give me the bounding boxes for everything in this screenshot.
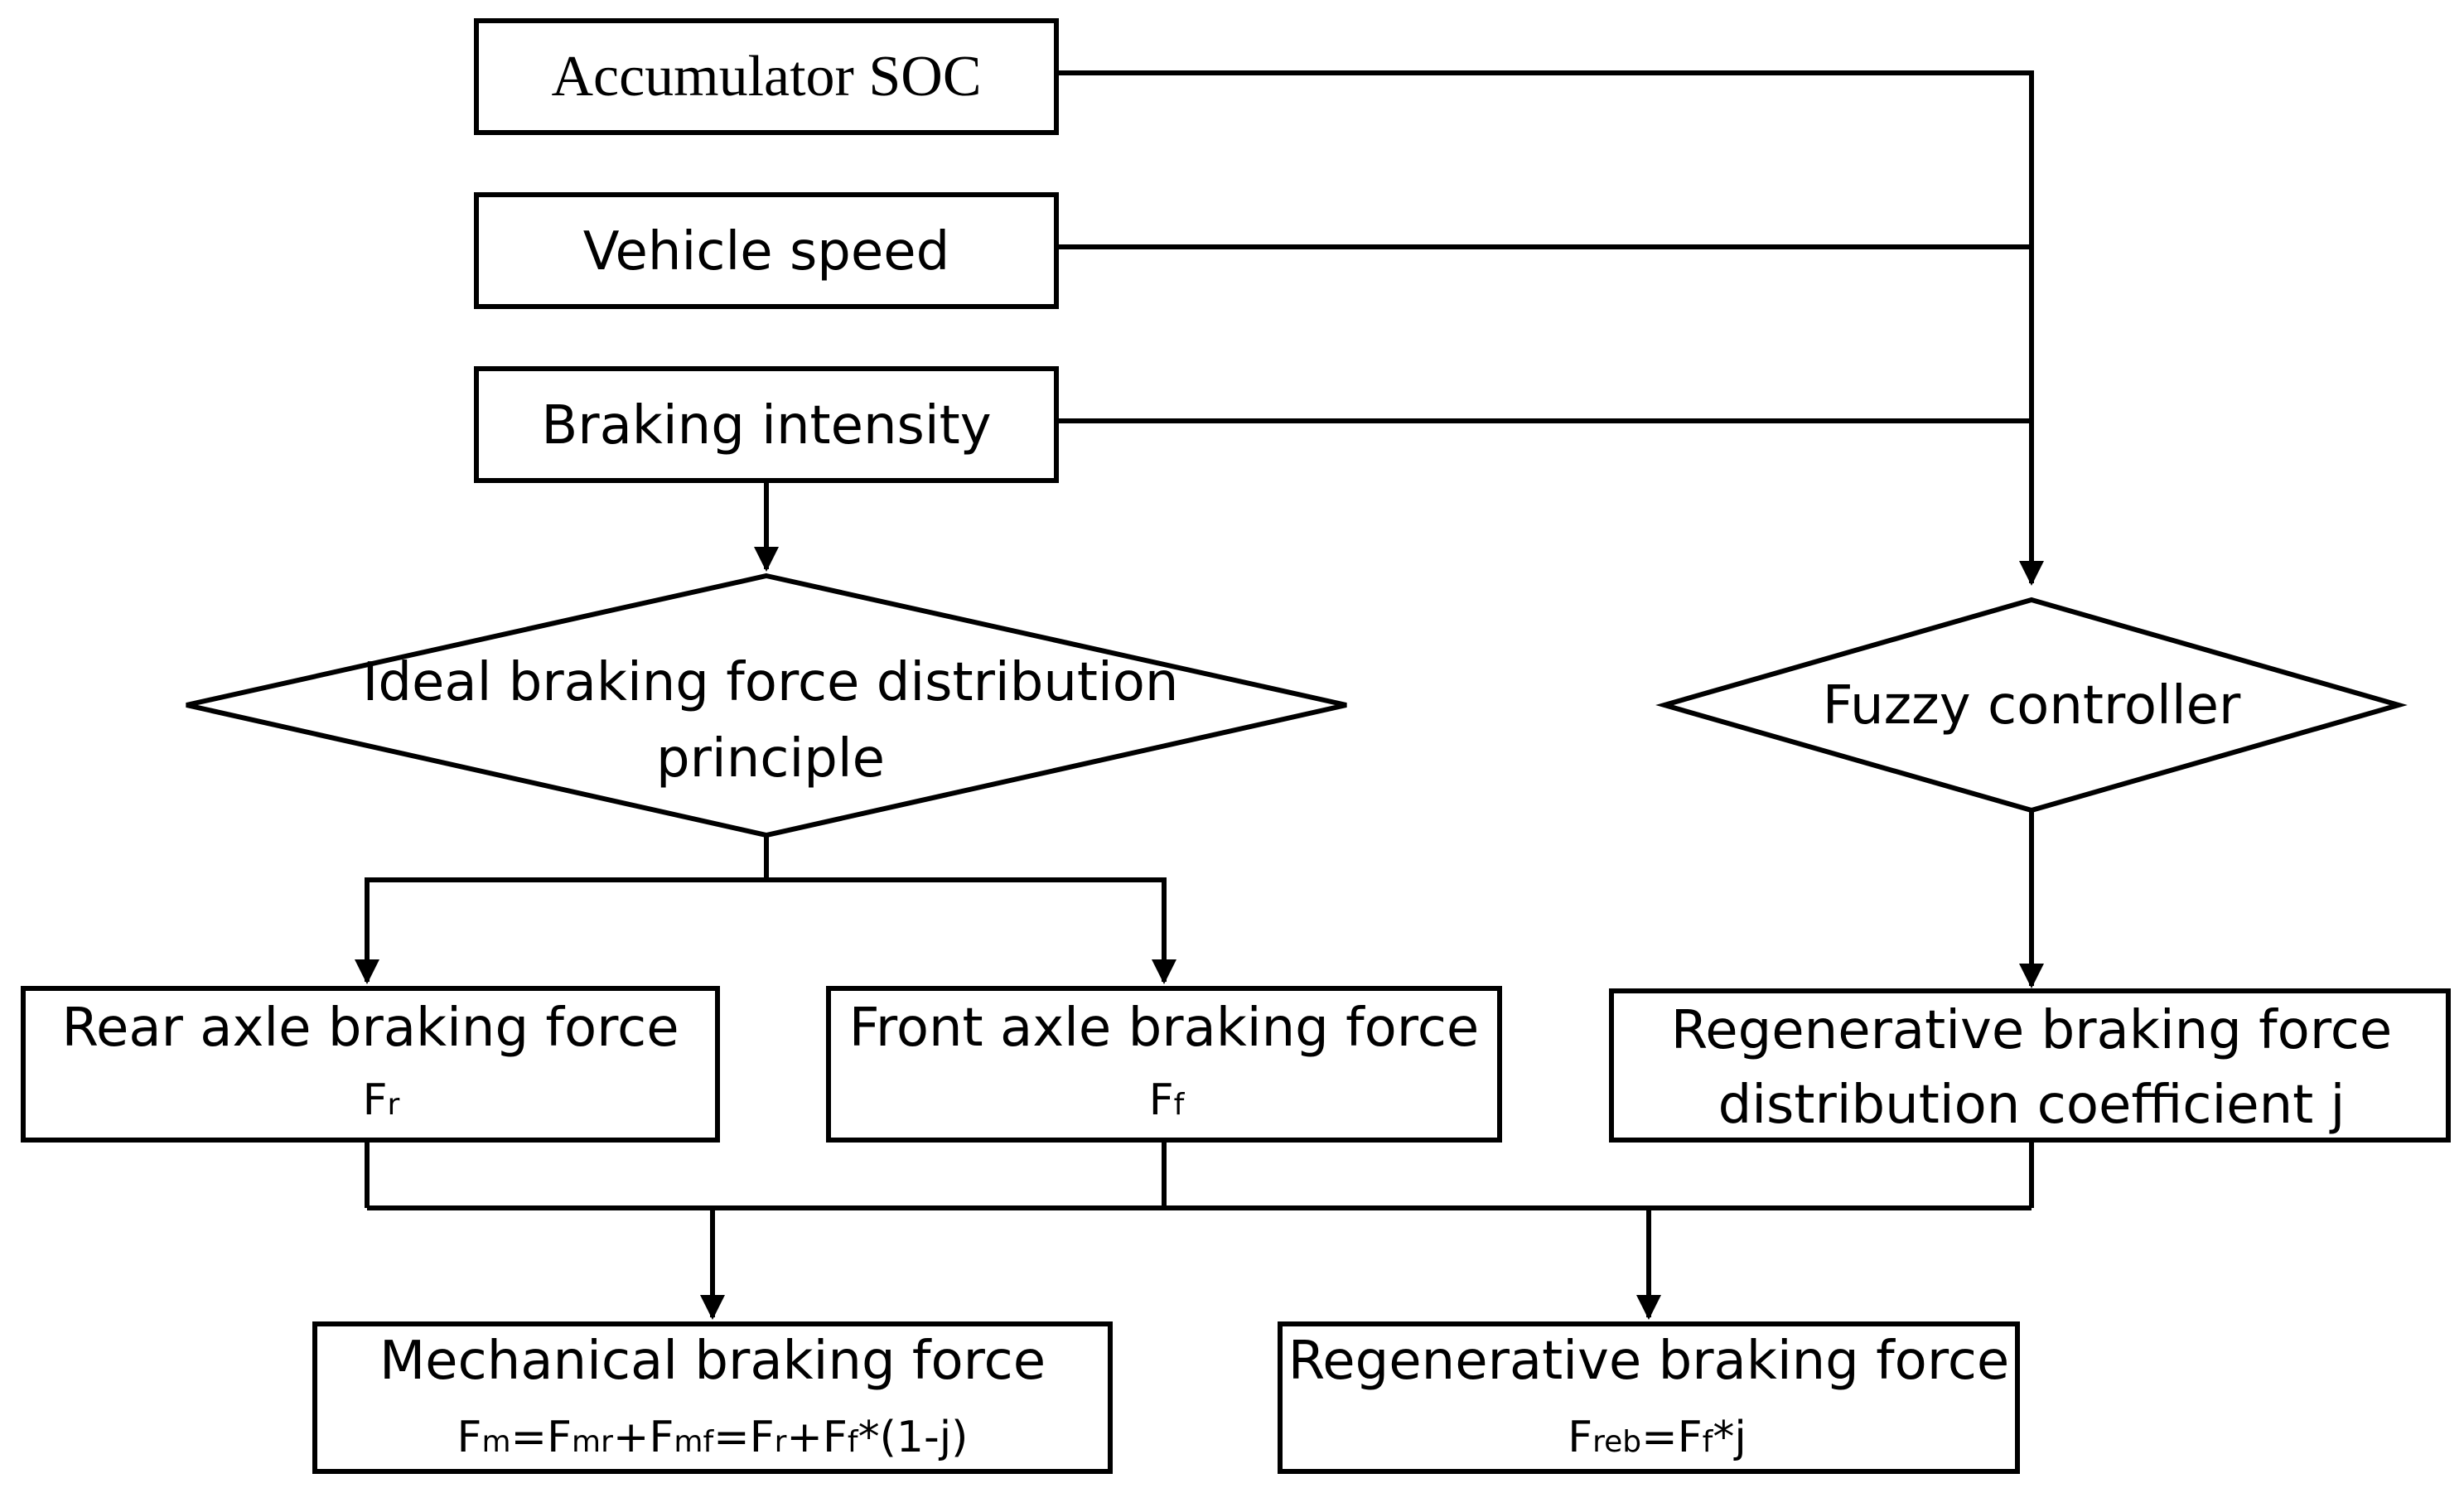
mechanical-title: Mechanical braking force [379, 1331, 1046, 1392]
vehicle-speed-label: Vehicle speed [583, 221, 950, 283]
fuzzy-controller-label: Fuzzy controller [1823, 675, 2241, 737]
ideal-distribution-line2: principle [656, 728, 885, 790]
connectors [355, 70, 2044, 1320]
connector-to-rear [355, 877, 766, 984]
rear-axle-symbol: Fr [363, 1075, 400, 1125]
node-regenerative: Regenerative braking force Freb=Ff*j [1278, 1321, 2020, 1474]
node-braking-intensity: Braking intensity [474, 366, 1059, 483]
regen-coefficient-line1: Regenerative braking force [1671, 1000, 2393, 1061]
accumulator-soc-label: Accumulator SOC [551, 45, 981, 109]
node-accumulator-soc: Accumulator SOC [474, 18, 1059, 135]
node-mechanical: Mechanical braking force Fm=Fmr+Fmf=Fr+F… [312, 1321, 1113, 1474]
rear-axle-title: Rear axle braking force [61, 998, 679, 1059]
regenerative-title: Regenerative braking force [1288, 1331, 2010, 1392]
node-vehicle-speed: Vehicle speed [474, 192, 1059, 309]
node-regen-coefficient: Regenerative braking force distribution … [1609, 988, 2451, 1143]
front-axle-symbol: Ff [1149, 1075, 1186, 1125]
node-fuzzy-controller: Fuzzy controller [1655, 597, 2408, 814]
node-ideal-distribution: Ideal braking force distribution princip… [186, 572, 1347, 838]
connector-soc-to-fuzzy [1056, 70, 2044, 586]
front-axle-title: Front axle braking force [849, 998, 1480, 1059]
mechanical-formula: Fm=Fmr+Fmf=Fr+Ff*(1-j) [457, 1413, 969, 1462]
regen-coefficient-line2: distribution coefficient j [1718, 1075, 2346, 1136]
regenerative-formula: Freb=Ff*j [1568, 1413, 1747, 1462]
braking-intensity-label: Braking intensity [541, 395, 991, 457]
ideal-distribution-line1: Ideal braking force distribution [363, 652, 1179, 713]
node-rear-axle: Rear axle braking force Fr [21, 986, 720, 1143]
connector-to-front [766, 877, 1176, 984]
node-front-axle: Front axle braking force Ff [826, 986, 1502, 1143]
